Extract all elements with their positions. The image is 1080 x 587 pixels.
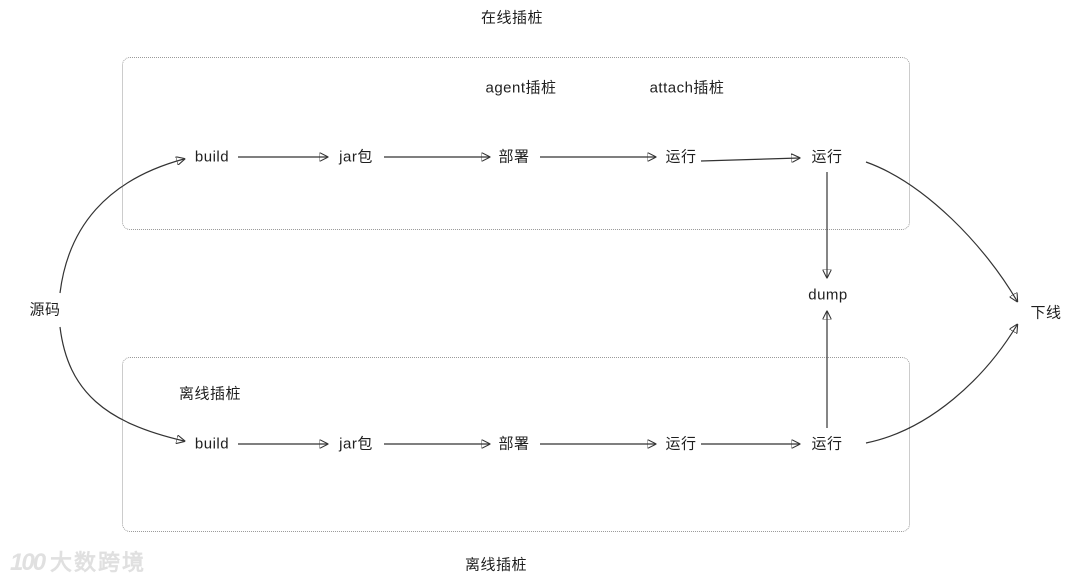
bottom-node-run-1: 运行 xyxy=(665,435,697,453)
bottom-node-deploy: 部署 xyxy=(498,435,530,453)
offline-instrumentation-box xyxy=(122,357,910,532)
offline-inner-label: 离线插桩 xyxy=(178,385,242,403)
top-node-jar: jar包 xyxy=(339,148,373,166)
bottom-node-run-2: 运行 xyxy=(811,435,843,453)
watermark: 100 大数跨境 xyxy=(10,551,146,575)
top-node-deploy: 部署 xyxy=(498,148,530,166)
top-node-run-2: 运行 xyxy=(811,148,843,166)
node-dump: dump xyxy=(808,286,848,304)
bottom-node-jar: jar包 xyxy=(339,435,373,453)
node-exit: 下线 xyxy=(1030,304,1062,322)
top-box-title: 在线插桩 xyxy=(480,9,544,27)
online-instrumentation-box xyxy=(122,57,910,230)
agent-instrumentation-label: agent插桩 xyxy=(485,79,557,97)
node-source: 源码 xyxy=(29,301,61,319)
watermark-brand-text: 大数跨境 xyxy=(50,550,147,575)
top-node-run-1: 运行 xyxy=(665,148,697,166)
bottom-node-build: build xyxy=(194,435,230,453)
bottom-box-title: 离线插桩 xyxy=(464,556,528,574)
top-node-build: build xyxy=(194,148,230,166)
attach-instrumentation-label: attach插桩 xyxy=(649,79,725,97)
watermark-100-icon: 100 xyxy=(10,549,46,576)
